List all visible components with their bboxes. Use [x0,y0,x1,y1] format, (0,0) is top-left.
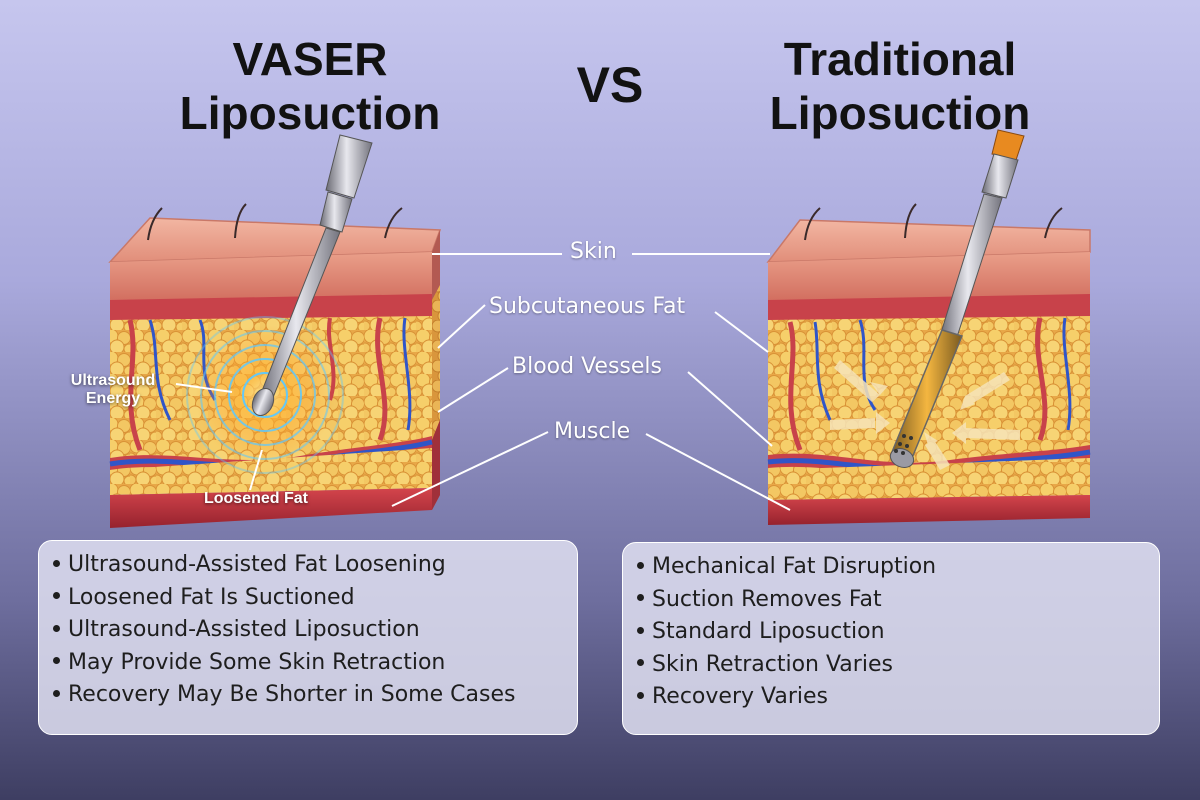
list-item: May Provide Some Skin Retraction [53,647,565,680]
subcutaneous-fat-label: Subcutaneous Fat [489,294,686,319]
list-item: Ultrasound-Assisted Fat Loosening [53,549,565,582]
blood-vessels-label: Blood Vessels [512,354,662,379]
list-item: Loosened Fat Is Suctioned [53,582,565,615]
vaser-title-line2: Liposuction [179,87,441,139]
bullet-icon [637,626,644,634]
loosened-fat-label: Loosened Fat [203,490,308,507]
skin-label: Skin [570,239,617,264]
traditional-cannula-icon [889,129,1025,468]
traditional-title: Traditional Liposuction [720,32,1080,140]
bullet-icon [53,559,60,567]
bullet-icon [637,691,644,699]
ultrasound-energy-label: Ultrasound Energy [70,372,156,407]
traditional-title-line2: Liposuction [769,87,1031,139]
bullet-icon [53,624,60,632]
list-item: Ultrasound-Assisted Liposuction [53,614,565,647]
bullet-icon [53,657,60,664]
vaser-features-list: Ultrasound-Assisted Fat Loosening Loosen… [53,549,565,712]
bullet-icon [637,561,644,569]
traditional-features-panel: Mechanical Fat Disruption Suction Remove… [622,542,1160,735]
vs-label: VS [576,57,644,113]
vaser-title-line1: VASER [232,33,388,85]
traditional-title-line1: Traditional [783,33,1017,85]
suction-arrows-icon [830,360,1020,470]
bullet-icon [53,592,60,599]
list-item: Recovery May Be Shorter in Some Cases [53,679,565,712]
bullet-icon [637,659,644,666]
vaser-title: VASER Liposuction [140,32,480,140]
bullet-icon [53,689,60,697]
list-item: Suction Removes Fat [637,584,1147,617]
traditional-features-list: Mechanical Fat Disruption Suction Remove… [637,551,1147,714]
vaser-features-panel: Ultrasound-Assisted Fat Loosening Loosen… [38,540,578,735]
bullet-icon [637,594,644,601]
list-item: Skin Retraction Varies [637,649,1147,682]
list-item: Mechanical Fat Disruption [637,551,1147,584]
leader-lines [175,253,791,511]
muscle-label: Muscle [554,419,631,444]
vaser-cannula-icon [251,134,373,417]
traditional-skin-block [766,203,1091,525]
list-item: Recovery Varies [637,681,1147,714]
list-item: Standard Liposuction [637,616,1147,649]
